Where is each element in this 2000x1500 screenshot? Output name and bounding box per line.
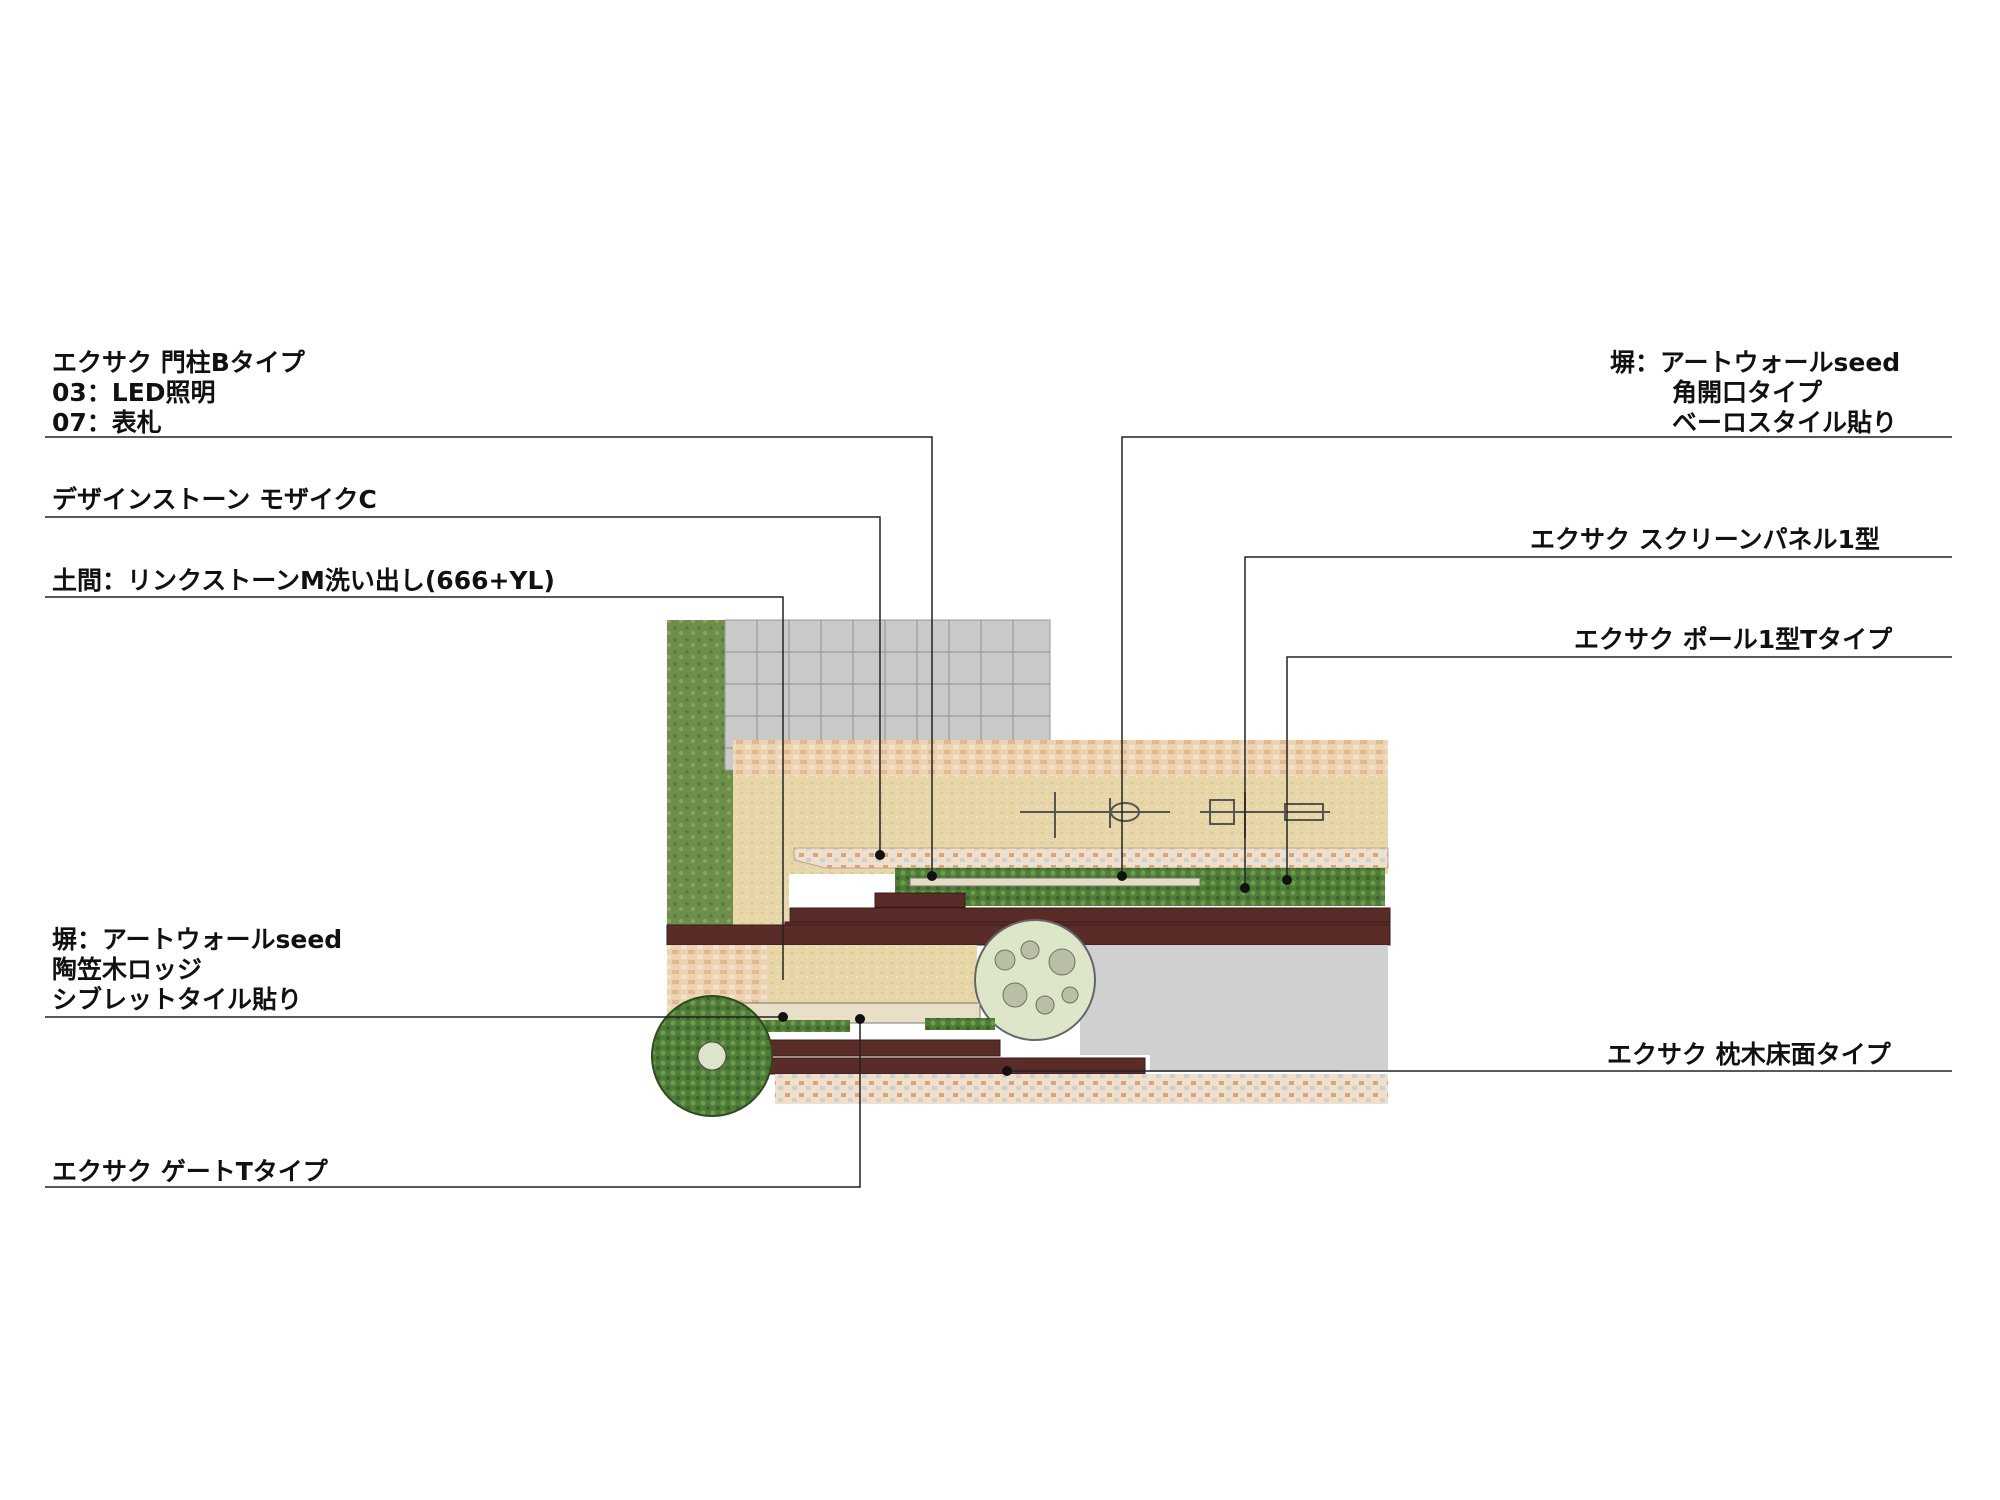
label-line: 塀：アートウォールseed xyxy=(52,925,343,954)
planter-stones xyxy=(994,940,1079,1015)
label-line: シブレットタイル貼り xyxy=(52,985,303,1014)
upper-brick-band xyxy=(733,740,1388,776)
label-line: デザインストーン モザイクC xyxy=(52,485,377,514)
label-line: 角開口タイプ xyxy=(1672,378,1823,407)
label-sleeper-floor: エクサク 枕木床面タイプ xyxy=(1607,1040,1891,1070)
screen-fence xyxy=(909,877,1201,887)
label-design-stone: デザインストーン モザイクC xyxy=(52,485,377,515)
label-line: エクサク ゲートTタイプ xyxy=(52,1157,328,1186)
label-line: エクサク 門柱Bタイプ xyxy=(52,348,305,377)
label-line: エクサク 枕木床面タイプ xyxy=(1607,1040,1891,1069)
left-sand xyxy=(733,776,789,936)
concrete-drive xyxy=(1080,945,1388,1072)
label-wall-right: 塀：アートウォールseed 角開口タイプ ベーロスタイル貼り xyxy=(1610,348,1900,438)
label-gate-t: エクサク ゲートTタイプ xyxy=(52,1157,328,1187)
hedge-strip xyxy=(895,868,1385,906)
leader-dots xyxy=(778,850,1292,1076)
leader-lines xyxy=(45,436,1952,1188)
label-pole: エクサク ポール1型Tタイプ xyxy=(1574,625,1892,655)
label-line: 塀：アートウォールseed xyxy=(1610,348,1901,377)
lower-hedge-right xyxy=(925,1018,995,1030)
label-gate-pillar: エクサク 門柱Bタイプ 03：LED照明 07：表札 xyxy=(52,348,305,438)
label-line: エクサク スクリーンパネル1型 xyxy=(1530,525,1880,554)
label-line: 土間：リンクストーンM洗い出し(666+YL) xyxy=(52,566,555,595)
label-wall-left: 塀：アートウォールseed 陶笠木ロッジ シブレットタイル貼り xyxy=(52,925,342,1015)
bicycle-1 xyxy=(1020,792,1170,838)
lower-hedge xyxy=(760,1020,850,1032)
lawn-area xyxy=(667,620,733,936)
sleeper-steps-lower xyxy=(769,1039,1146,1075)
label-screen-panel: エクサク スクリーンパネル1型 xyxy=(1530,525,1880,555)
label-line: 07：表札 xyxy=(52,408,162,437)
label-doma: 土間：リンクストーンM洗い出し(666+YL) xyxy=(52,566,555,596)
label-line: 03：LED照明 xyxy=(52,378,216,407)
bottom-mosaic xyxy=(775,1074,1388,1104)
tree-trunk-ring xyxy=(697,1041,727,1071)
label-line: ベーロスタイル貼り xyxy=(1672,408,1898,437)
label-line: エクサク ポール1型Tタイプ xyxy=(1574,625,1893,654)
label-line: 陶笠木ロッジ xyxy=(52,955,203,984)
